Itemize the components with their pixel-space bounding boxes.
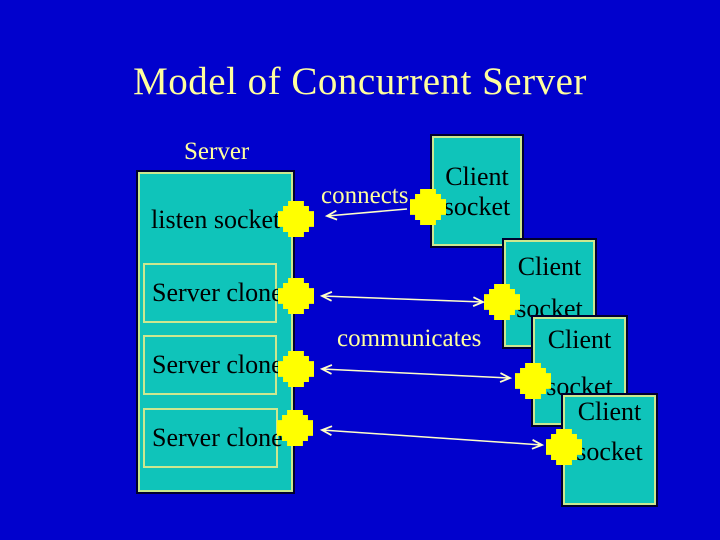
communicates-arrow-3 [319, 425, 545, 450]
server-clone-label: Server clone [152, 350, 283, 379]
client-label: Client [577, 397, 642, 426]
client-label: Client [445, 162, 509, 191]
client-label: Client [547, 325, 612, 354]
socket-icon [484, 284, 520, 320]
socket-icon [278, 278, 314, 314]
listen-socket-label: listen socket [151, 205, 281, 234]
connects-label: connects [321, 182, 409, 209]
server-clone-label: Server clone [152, 278, 283, 307]
socket-icon [546, 429, 582, 465]
socket-icon [278, 351, 314, 387]
client-box-1: Client socket [430, 134, 524, 248]
communicates-arrow-1 [319, 291, 486, 307]
client-socket-label: socket [576, 437, 643, 466]
server-clone-box-2: Server clone [143, 335, 283, 395]
client-socket-label: socket [443, 192, 511, 221]
server-clone-box-1: Server clone [143, 263, 283, 323]
socket-icon [515, 363, 551, 399]
socket-icon [278, 201, 314, 237]
server-clone-box-3: Server clone [143, 408, 283, 468]
client-label: Client [517, 252, 582, 281]
socket-icon [277, 410, 313, 446]
communicates-label: communicates [337, 325, 482, 352]
server-clone-label: Server clone [152, 423, 283, 452]
server-label: Server [184, 138, 250, 165]
slide-title: Model of Concurrent Server [133, 60, 587, 103]
connects-arrow [324, 208, 408, 221]
communicates-arrow-2 [319, 364, 513, 383]
socket-icon [410, 189, 446, 225]
